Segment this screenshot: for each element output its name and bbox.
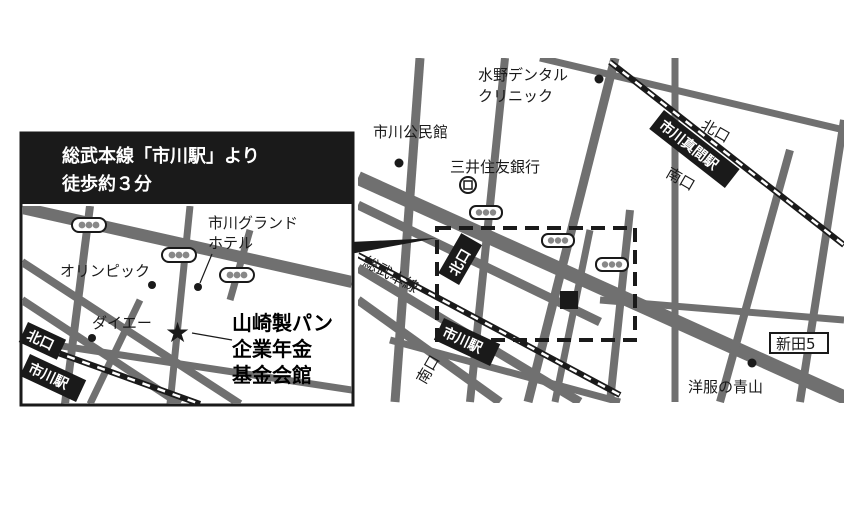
svg-text:新田5: 新田5 [776, 335, 816, 353]
destination-name-2: 企業年金 [231, 337, 313, 361]
traffic-light-icon [541, 233, 575, 248]
building-marker [560, 291, 578, 309]
mama-south-label: 南口 [663, 164, 698, 195]
aoyama-label: 洋服の青山 [688, 378, 763, 396]
inset-header [21, 133, 353, 204]
pointer-arrow [350, 238, 437, 254]
traffic-light-icon [161, 247, 197, 263]
north-exit-sign: 北口 [438, 233, 483, 285]
traffic-light-icon [595, 257, 629, 272]
bank-label: 三井住友銀行 [450, 158, 540, 176]
hotel-label-2: ホテル [208, 234, 253, 252]
inset-station-sign: 市川駅 [19, 354, 87, 402]
hotel-marker [194, 283, 202, 291]
area-highlight-box [435, 226, 637, 342]
destination-leader [191, 332, 233, 341]
destination-name-3: 基金会館 [232, 363, 312, 387]
olympic-marker [148, 281, 156, 289]
keisei-line-rail [608, 59, 844, 248]
traffic-light-icon [469, 205, 503, 220]
header-line-1: 総武本線「市川駅」より [62, 145, 260, 167]
main-map: 水野デンタル クリニック 市川公民館 三井住友銀行 総武本線 北口 南口 南口 … [358, 58, 844, 403]
traffic-light-icon [71, 217, 107, 233]
sobu-line-rail [358, 252, 622, 398]
hotel-label-1: 市川グランド [208, 214, 298, 232]
destination-star-icon: ★ [165, 316, 190, 349]
olympic-label: オリンピック [60, 262, 150, 280]
aoyama-marker [747, 358, 757, 368]
shinden-sign: 新田5 [769, 332, 829, 354]
traffic-light-icon [219, 267, 255, 283]
daiei-marker [88, 334, 96, 342]
dental-label-2: クリニック [478, 87, 553, 105]
dental-label-1: 水野デンタル [478, 66, 568, 84]
hotel-leader [199, 253, 213, 284]
daiei-label: ダイエー [92, 314, 152, 332]
hall-label: 市川公民館 [373, 123, 448, 141]
community-hall-marker [394, 158, 404, 168]
header-line-2: 徒歩約３分 [61, 173, 152, 195]
dental-clinic-marker [594, 74, 604, 84]
inset-map: 総武本線「市川駅」より 徒歩約３分 [18, 131, 355, 407]
bank-icon [459, 176, 477, 194]
destination-name-1: 山崎製パン [232, 311, 333, 335]
